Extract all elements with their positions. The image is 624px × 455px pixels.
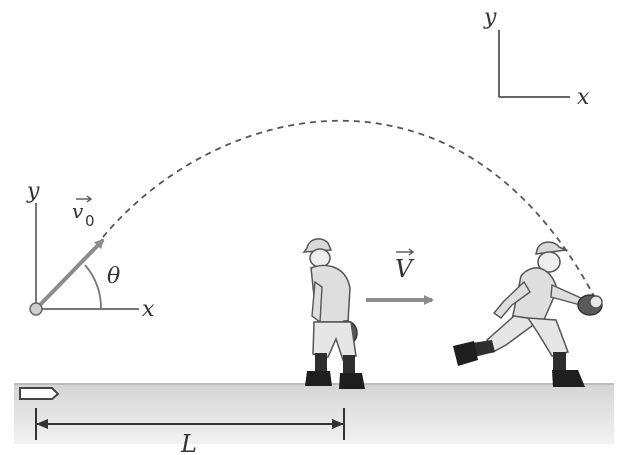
launch-axis-x-label: x xyxy=(142,297,155,322)
launch-angle-arc xyxy=(84,264,102,310)
home-plate xyxy=(19,387,60,400)
launch-axis-y-label: y xyxy=(26,179,40,204)
initial-velocity-label: v 0 xyxy=(72,195,95,230)
ground xyxy=(14,384,614,444)
player-velocity-label: V xyxy=(395,248,415,283)
distance-label: L xyxy=(180,430,197,455)
baseball-catch xyxy=(589,295,603,309)
reference-axis-y-label: y xyxy=(483,5,497,30)
player-velocity-symbol: V xyxy=(395,255,415,283)
launch-axes: y x xyxy=(26,179,155,322)
player-running xyxy=(453,241,603,387)
baseball-launch xyxy=(29,302,43,316)
reference-axes: y x xyxy=(483,5,590,110)
distance-dimension xyxy=(35,408,345,440)
initial-velocity-arrow xyxy=(34,238,105,311)
angle-label: θ xyxy=(107,264,120,289)
player-standing xyxy=(302,238,365,389)
velocity-subscript: 0 xyxy=(85,212,95,230)
ball-trajectory xyxy=(102,120,597,301)
reference-axis-x-label: x xyxy=(577,85,590,110)
velocity-symbol: v xyxy=(72,199,84,223)
